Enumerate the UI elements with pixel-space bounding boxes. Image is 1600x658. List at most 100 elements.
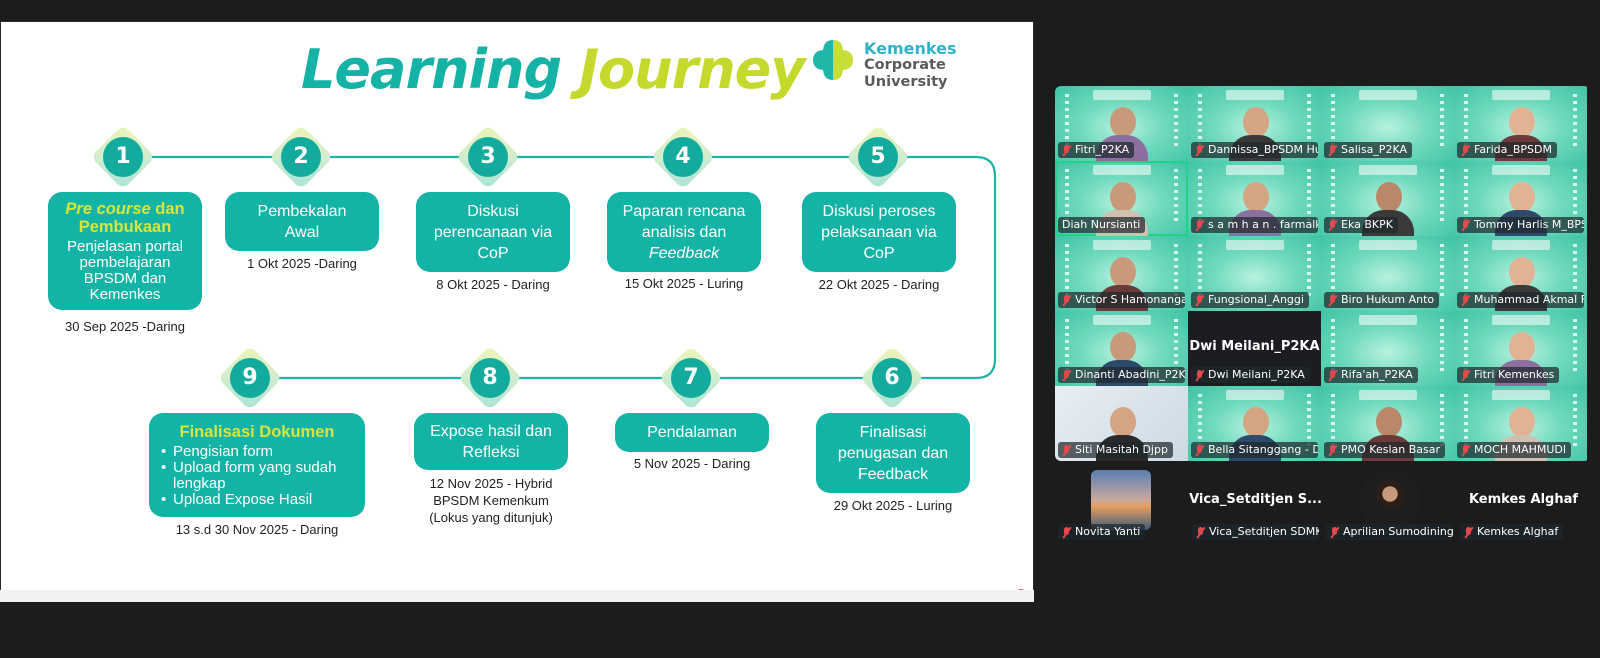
participant-tile[interactable]: Eka BKPK bbox=[1321, 161, 1454, 236]
virtual-background-decoration bbox=[1174, 319, 1178, 374]
virtual-background-decoration bbox=[1331, 394, 1335, 449]
virtual-background-decoration bbox=[1492, 390, 1550, 400]
mic-muted-icon bbox=[1196, 526, 1205, 538]
participant-name-tag: Rifa'ah_P2KA bbox=[1324, 367, 1418, 383]
participant-tile[interactable]: Dannissa_BPSDM Huk... bbox=[1188, 86, 1321, 161]
mic-muted-icon bbox=[1461, 369, 1470, 381]
participant-tile[interactable]: Rifa'ah_P2KA bbox=[1321, 311, 1454, 386]
virtual-background-decoration bbox=[1093, 90, 1151, 100]
virtual-background-decoration bbox=[1198, 169, 1202, 224]
virtual-background-decoration bbox=[1065, 244, 1069, 299]
participant-tile[interactable]: MOCH MAHMUDI bbox=[1454, 386, 1587, 461]
participant-name-tag: Dinanti Abadini_P2KA... bbox=[1058, 367, 1185, 383]
virtual-background-decoration bbox=[1065, 94, 1069, 149]
step-1-badge: 1 bbox=[89, 123, 157, 191]
participant-name-tag: Eka BKPK bbox=[1324, 217, 1398, 233]
participant-tile[interactable]: Fitri Kemenkes bbox=[1454, 311, 1587, 386]
title-learning: Learning bbox=[301, 38, 562, 101]
participant-name-tag: Diah Nursianti bbox=[1058, 217, 1146, 233]
participant-name-tag: Bella Sitanggang - Dit... bbox=[1191, 442, 1318, 458]
participant-name-tag: s a m h a n . farmalkes bbox=[1191, 217, 1318, 233]
shared-screen: Learning Journey Kemenkes Corporate Univ… bbox=[0, 21, 1034, 602]
participant-tile[interactable]: PMO Keslan Basar bbox=[1321, 386, 1454, 461]
participant-tile[interactable]: Bella Sitanggang - Dit... bbox=[1188, 386, 1321, 461]
logo-kemenkes-text: Kemenkes bbox=[864, 39, 957, 58]
step-6-date: 29 Okt 2025 - Luring bbox=[833, 498, 953, 513]
virtual-background-decoration bbox=[1331, 169, 1335, 224]
virtual-background-decoration bbox=[1440, 169, 1444, 224]
step-9-badge: 9 bbox=[216, 344, 284, 412]
virtual-background-decoration bbox=[1573, 169, 1577, 224]
participant-tile[interactable]: Aprilian Sumodiningrat bbox=[1323, 470, 1456, 540]
virtual-background-decoration bbox=[1492, 240, 1550, 250]
step-9-bullets: Pengisian form Upload form yang sudah le… bbox=[159, 443, 355, 508]
virtual-background-decoration bbox=[1359, 90, 1417, 100]
mic-muted-icon bbox=[1461, 144, 1470, 156]
participant-name-tag: Muhammad Akmal Fa... bbox=[1457, 292, 1584, 308]
participant-name-tag: Farida_BPSDM bbox=[1457, 142, 1557, 158]
step-6-badge: 6 bbox=[858, 344, 926, 412]
mic-muted-icon bbox=[1328, 369, 1337, 381]
shared-screen-bottom-bar bbox=[0, 590, 1034, 602]
participant-tile[interactable]: Fitri_P2KA bbox=[1055, 86, 1188, 161]
step-2-date: 1 Okt 2025 -Daring bbox=[247, 256, 357, 271]
virtual-background-decoration bbox=[1440, 244, 1444, 299]
step-9-title: Finalisasi Dokumen bbox=[179, 422, 335, 441]
virtual-background-decoration bbox=[1226, 240, 1284, 250]
virtual-background-decoration bbox=[1198, 94, 1202, 149]
participant-tile[interactable]: s a m h a n . farmalkes bbox=[1188, 161, 1321, 236]
virtual-background-decoration bbox=[1573, 94, 1577, 149]
mic-muted-icon bbox=[1062, 444, 1071, 456]
step-5-badge: 5 bbox=[844, 123, 912, 191]
virtual-background-decoration bbox=[1093, 315, 1151, 325]
participant-tile[interactable]: Farida_BPSDM bbox=[1454, 86, 1587, 161]
participant-name-tag: Dannissa_BPSDM Huk... bbox=[1191, 142, 1318, 158]
participant-tile[interactable]: Diah Nursianti bbox=[1055, 161, 1188, 236]
participant-name-tag: Vica_Setditjen SDMK bbox=[1192, 524, 1319, 540]
mic-muted-icon bbox=[1461, 219, 1470, 231]
participant-tile[interactable]: Dinanti Abadini_P2KA... bbox=[1055, 311, 1188, 386]
virtual-background-decoration bbox=[1174, 244, 1178, 299]
step-3-card: Diskusi perencanaan via CoP bbox=[416, 192, 570, 272]
step-5-card: Diskusi peroses pelaksanaan via CoP bbox=[802, 192, 956, 272]
virtual-background-decoration bbox=[1307, 94, 1311, 149]
virtual-background-decoration bbox=[1174, 169, 1178, 224]
step-3-date: 8 Okt 2025 - Daring bbox=[436, 277, 550, 292]
virtual-background-decoration bbox=[1464, 244, 1468, 299]
virtual-background-decoration bbox=[1331, 94, 1335, 149]
participant-name-tag: Tommy Harlis M_BPS... bbox=[1457, 217, 1584, 233]
participant-name-tag: PMO Keslan Basar bbox=[1324, 442, 1445, 458]
participant-tile[interactable]: Biro Hukum Anto bbox=[1321, 236, 1454, 311]
participant-tile[interactable]: Salisa_P2KA bbox=[1321, 86, 1454, 161]
step-2-badge: 2 bbox=[267, 123, 335, 191]
step-8-badge: 8 bbox=[456, 344, 524, 412]
participant-name-tag: Novita Yanti bbox=[1058, 524, 1146, 540]
mic-muted-icon bbox=[1062, 294, 1071, 306]
virtual-background-decoration bbox=[1492, 315, 1550, 325]
participant-avatar bbox=[1360, 470, 1420, 530]
mic-muted-icon bbox=[1328, 219, 1337, 231]
step-9-bullet: Upload form yang sudah lengkap bbox=[159, 459, 355, 492]
participant-tile[interactable]: Muhammad Akmal Fa... bbox=[1454, 236, 1587, 311]
virtual-background-decoration bbox=[1440, 319, 1444, 374]
mic-muted-icon bbox=[1461, 294, 1470, 306]
virtual-background-decoration bbox=[1573, 319, 1577, 374]
participant-tile[interactable]: Novita Yanti bbox=[1055, 470, 1188, 540]
participant-display-name: Vica_Setditjen S... bbox=[1189, 492, 1322, 507]
step-9-bullet: Pengisian form bbox=[159, 443, 355, 460]
participant-avatar bbox=[1091, 470, 1151, 530]
virtual-background-decoration bbox=[1331, 244, 1335, 299]
step-7-date: 5 Nov 2025 - Daring bbox=[633, 456, 751, 471]
participant-tile[interactable]: Victor S Hamonanga... bbox=[1055, 236, 1188, 311]
virtual-background-decoration bbox=[1226, 390, 1284, 400]
participant-tile[interactable]: Fungsional_Anggi bbox=[1188, 236, 1321, 311]
participant-tile[interactable]: Tommy Harlis M_BPS... bbox=[1454, 161, 1587, 236]
participant-tile[interactable]: Vica_Setditjen S... Vica_Setditjen SDMK bbox=[1189, 470, 1322, 540]
participant-tile[interactable]: Siti Masitah Djpp bbox=[1055, 386, 1188, 461]
virtual-background-decoration bbox=[1307, 169, 1311, 224]
participant-tile[interactable]: Kemkes Alghaf Kemkes Alghaf bbox=[1457, 470, 1590, 540]
virtual-background-decoration bbox=[1464, 169, 1468, 224]
